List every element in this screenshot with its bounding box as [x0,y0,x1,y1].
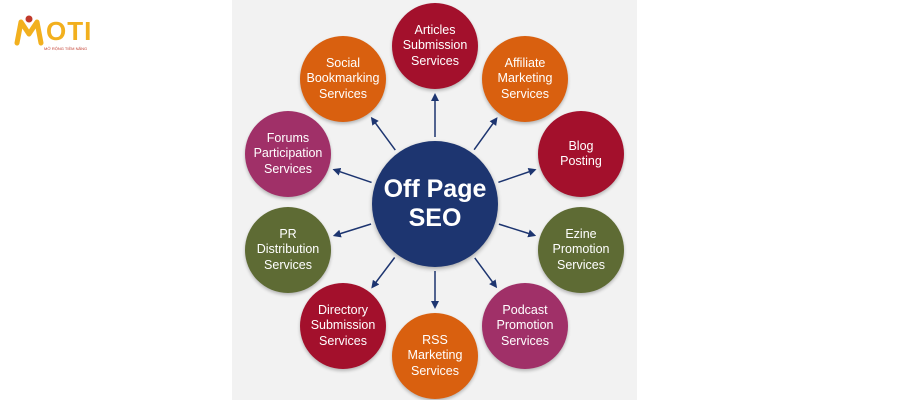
center-hub-label: Off Page SEO [383,175,487,232]
node-label-rss: RSS Marketing Services [407,332,463,378]
arrow-to-pr [332,223,372,238]
node-directory: Directory Submission Services [300,283,386,369]
center-hub-off-page-seo: Off Page SEO [372,141,498,267]
logo: OTI MỞ RỘNG TIỀM NĂNG [8,8,138,58]
node-label-articles: Articles Submission Services [402,22,468,68]
logo-brand-text: OTI [46,16,93,46]
node-label-pr: PR Distribution Services [256,226,320,272]
node-rss: RSS Marketing Services [392,313,478,399]
node-social: Social Bookmarking Services [300,36,386,122]
node-label-podcast: Podcast Promotion Services [496,302,554,348]
arrow-to-forums [332,167,372,184]
arrow-to-affiliate [473,117,498,151]
arrow-to-podcast [474,257,498,289]
node-label-directory: Directory Submission Services [310,302,376,348]
node-label-ezine: Ezine Promotion Services [552,226,610,272]
logo-tagline: MỞ RỘNG TIỀM NĂNG [44,46,88,51]
arrow-to-ezine [498,223,537,238]
logo-m-icon [14,15,44,46]
node-label-forums: Forums Participation Services [253,130,323,176]
node-podcast: Podcast Promotion Services [482,283,568,369]
node-label-affiliate: Affiliate Marketing Services [497,55,553,101]
node-affiliate: Affiliate Marketing Services [482,36,568,122]
node-label-social: Social Bookmarking Services [306,55,380,101]
node-articles: Articles Submission Services [392,3,478,89]
arrow-to-directory [371,257,396,289]
node-ezine: Ezine Promotion Services [538,207,624,293]
arrow-to-social [370,116,396,151]
node-blog: Blog Posting [538,111,624,197]
node-label-blog: Blog Posting [560,138,602,169]
node-pr: PR Distribution Services [245,207,331,293]
arrow-to-blog [498,168,537,184]
node-forums: Forums Participation Services [245,111,331,197]
